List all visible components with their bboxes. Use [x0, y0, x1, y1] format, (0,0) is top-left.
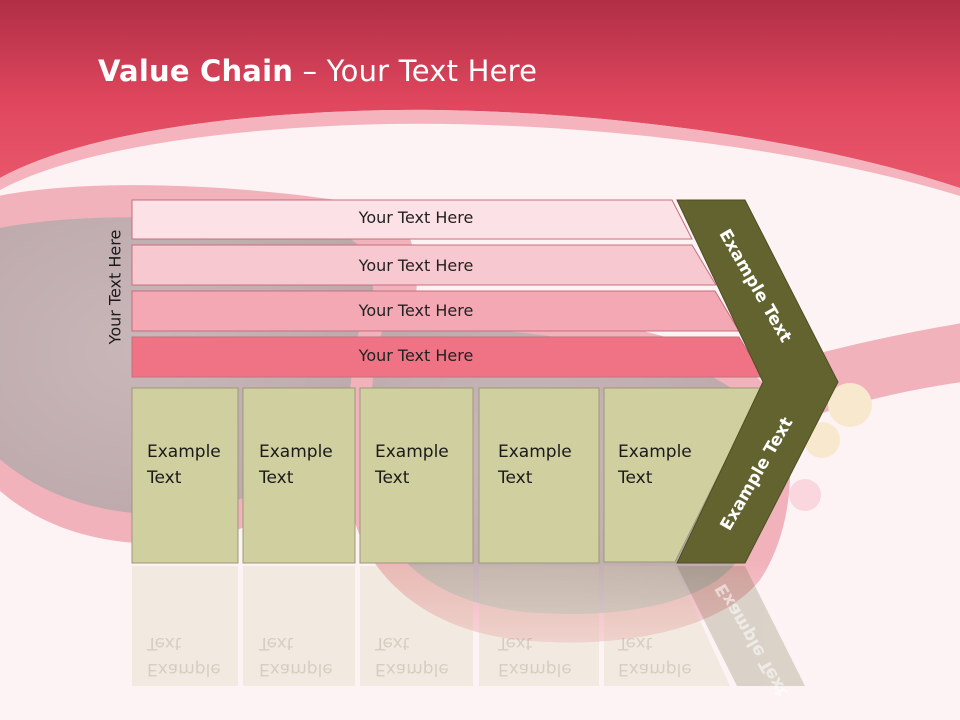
title-bold: Value Chain	[98, 54, 294, 88]
cell-1-line2: Text	[147, 468, 182, 488]
reflection-cell-box-2	[243, 566, 355, 686]
title-rest: – Your Text Here	[293, 54, 538, 88]
cell-box-3	[359, 387, 474, 564]
header-band	[0, 0, 960, 188]
row-label-1: Your Text Here	[358, 208, 474, 227]
cell-4-line1: Example	[498, 442, 572, 462]
cell-box-4	[478, 387, 600, 564]
reflection-cell-box-5	[604, 566, 730, 686]
cell-3-line1: Example	[375, 442, 449, 462]
cell-5-line1: Example	[618, 442, 692, 462]
slide-title: Value Chain – Your Text Here	[98, 54, 537, 88]
cell-box-5	[603, 387, 763, 563]
reflection-cell-box-4	[479, 566, 599, 686]
reflection-cell-box-3	[360, 566, 473, 686]
row-label-4: Your Text Here	[358, 346, 474, 365]
chevron-arrow	[676, 199, 839, 564]
cell-1-line1: Example	[147, 442, 221, 462]
cell-5-line2: Text	[618, 468, 653, 488]
cell-2-line2: Text	[259, 468, 294, 488]
row-bar-1	[131, 199, 693, 240]
row-bar-2	[131, 244, 717, 286]
header-swoosh	[0, 109, 960, 196]
row-label-3: Your Text Here	[358, 301, 474, 320]
cell-box-1	[131, 387, 239, 564]
reflection-cell-box-1	[132, 566, 238, 686]
cell-2-line1: Example	[259, 442, 333, 462]
cell-3-line2: Text	[375, 468, 410, 488]
cell-box-2	[242, 387, 356, 564]
reflection-arrow	[677, 566, 805, 686]
row-label-2: Your Text Here	[358, 256, 474, 275]
cell-4-line2: Text	[498, 468, 533, 488]
side-label: Your Text Here	[105, 229, 125, 345]
